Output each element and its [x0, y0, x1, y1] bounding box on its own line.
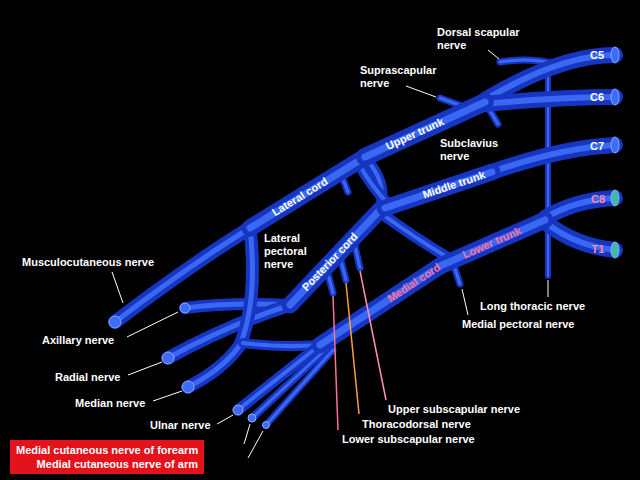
nerve-label: Medial pectoral nerve	[462, 318, 575, 331]
cord-label: Lateral cord	[270, 175, 330, 219]
nerve-label: Ulnar nerve	[150, 419, 211, 432]
leader-line	[127, 312, 178, 337]
nerve-end	[263, 422, 270, 429]
root-label: C8	[591, 193, 605, 206]
leader-line	[112, 272, 123, 303]
nerve-end	[233, 405, 243, 415]
nerve-label: Dorsal scapular nerve	[437, 26, 537, 52]
nerve-tube	[382, 214, 452, 260]
nerve-highlight	[115, 228, 250, 322]
leader-line	[360, 271, 386, 400]
nerve-label: Radial nerve	[55, 371, 120, 384]
nerve-label: Musculocutaneous nerve	[22, 256, 154, 269]
nerve-end	[109, 316, 121, 328]
nerve-label: Lateral pectoral nerve	[264, 232, 320, 271]
nerve-label: Thoracodorsal nerve	[362, 418, 471, 431]
nerve-label: Suprascapular nerve	[360, 64, 450, 90]
nerve-tube	[250, 157, 365, 228]
leader-line	[248, 431, 263, 458]
nerve-highlight	[266, 350, 333, 425]
nerve-highlight	[440, 220, 545, 266]
nerve-tube	[243, 343, 320, 346]
nerve-end	[611, 137, 619, 153]
nerve-end	[611, 89, 619, 105]
leader-line	[462, 289, 468, 315]
nerve-end	[611, 242, 619, 258]
box-text: Medial cutaneous nerve of arm	[16, 457, 198, 471]
leader-line	[333, 296, 338, 430]
leader-line	[217, 415, 233, 424]
leader-line	[548, 280, 549, 297]
nerve-label: Median nerve	[75, 397, 145, 410]
cord-label: Medial cord	[385, 261, 443, 306]
nerve-highlight	[252, 349, 326, 418]
nerve-end	[162, 352, 174, 364]
leader-line	[244, 424, 250, 444]
nerve-label: Upper subscapular nerve	[388, 403, 520, 416]
nerve-tube	[115, 228, 250, 322]
trunk-label: Lower trunk	[461, 224, 524, 261]
nerve-highlight	[290, 210, 380, 305]
box-text: Medial cutaneous nerve of forearm	[16, 443, 198, 457]
nerve-tube	[440, 220, 545, 266]
nerve-tube	[545, 222, 615, 250]
root-label: T1	[592, 243, 605, 256]
leader-line	[488, 50, 499, 59]
nerve-label: Subclavius nerve	[440, 137, 510, 163]
nerve-label: Axillary nerve	[42, 334, 114, 347]
root-label: C6	[590, 91, 604, 104]
nerve-end	[611, 47, 619, 63]
nerve-end	[180, 303, 190, 313]
nerve-highlight	[382, 214, 452, 260]
nerve-highlight	[545, 222, 615, 250]
nerve-tube	[266, 350, 333, 425]
nerve-label: Lower subscapular nerve	[342, 433, 475, 446]
root-label: C7	[590, 140, 604, 153]
nerve-label: Long thoracic nerve	[480, 300, 585, 313]
nerve-end	[611, 190, 619, 206]
highlight-box: Medial cutaneous nerve of forearmMedial …	[10, 440, 204, 474]
nerve-tube	[290, 210, 380, 305]
nerve-end	[248, 414, 256, 422]
nerve-tube	[252, 349, 326, 418]
nerve-highlight	[243, 343, 320, 346]
leader-line	[128, 362, 162, 375]
nerve-highlight	[250, 157, 365, 228]
leader-line	[346, 283, 359, 414]
leader-line	[153, 391, 182, 401]
leader-line	[406, 86, 436, 97]
nerve-end	[182, 381, 194, 393]
root-label: C5	[590, 49, 604, 62]
